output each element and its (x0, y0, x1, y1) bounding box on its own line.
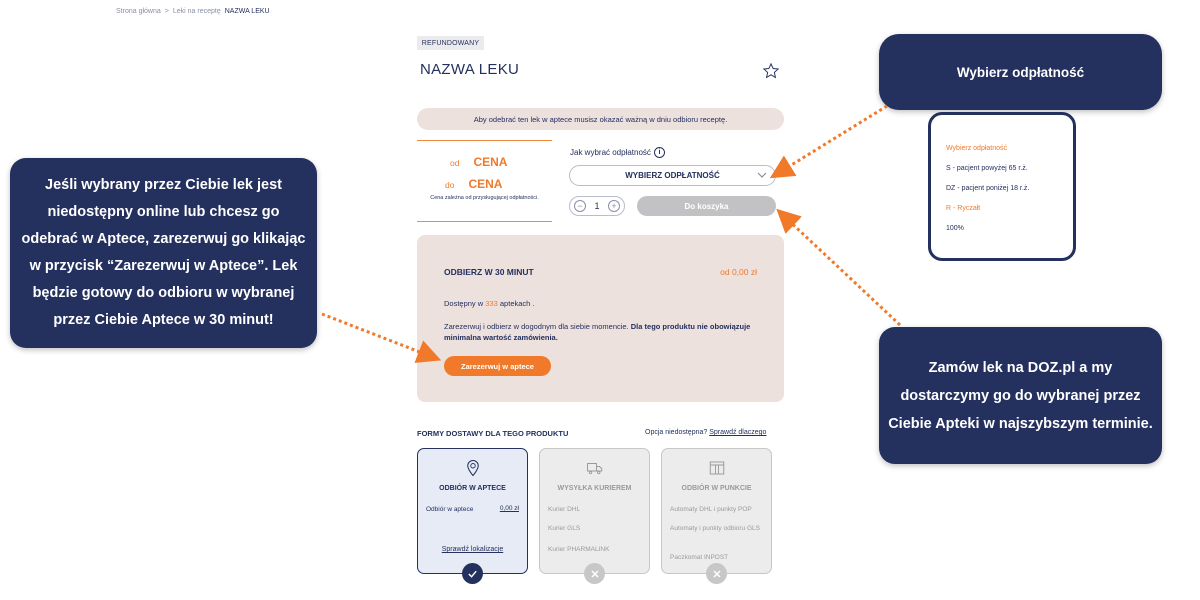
delivery-card-courier: WYSYŁKA KURIEREM Kurier DHL Kurier GLS K… (539, 448, 650, 574)
breadcrumb-home[interactable]: Strona główna (116, 8, 161, 15)
card-title: ODBIÓR W APTECE (439, 485, 506, 492)
breadcrumb-separator: > (164, 8, 169, 15)
callout-order-online: Zamów lek na DOZ.pl a my dostarczymy go … (879, 327, 1162, 464)
payment-option[interactable]: R - Ryczałt (946, 205, 981, 212)
choose-payment-label: Jak wybrać odpłatność i (570, 147, 665, 158)
arrow-to-reserve (321, 312, 442, 363)
pickup-panel: ODBIERZ W 30 MINUT od 0,00 zł Dostępny w… (417, 235, 784, 402)
price-from-label: od (450, 158, 460, 168)
card-line: Kurier PHARMALINK (548, 546, 610, 553)
delivery-option-text: Opcja niedostępna? (645, 429, 708, 436)
unavailable-icon (706, 563, 727, 584)
price-note: Cena zależna od przysługującej odpłatnoś… (430, 195, 539, 201)
quantity-value[interactable]: 1 (594, 201, 600, 211)
pickup-description: Zarezerwuj i odbierz w dogodnym dla sieb… (444, 321, 764, 343)
payment-option[interactable]: S - pacjent powyżej 65 r.ż. (946, 165, 1028, 172)
chevron-down-icon (757, 172, 767, 178)
price-to-value: CENA (468, 177, 503, 191)
payment-options-popup: Wybierz odpłatność S - pacjent powyżej 6… (928, 112, 1076, 261)
card-price: 0,00 zł (499, 505, 519, 512)
parcel-locker-icon (709, 461, 725, 475)
payment-option[interactable]: DZ - pacjent poniżej 18 r.ż. (946, 185, 1030, 192)
truck-icon (587, 463, 603, 475)
pickup-title: ODBIERZ W 30 MINUT (444, 267, 534, 277)
add-to-cart-button[interactable]: Do koszyka (637, 196, 776, 216)
check-locations-link[interactable]: Sprawdź lokalizacje (441, 546, 504, 553)
price-to-label: do (445, 180, 455, 190)
refund-badge: REFUNDOWANY (417, 36, 484, 50)
card-title: ODBIÓR W PUNKCIE (681, 485, 752, 492)
availability-count: 333 (485, 299, 498, 308)
price-box: od CENA do CENA Cena zależna od przysług… (417, 140, 552, 222)
availability-prefix: Dostępny w (444, 299, 484, 308)
payment-option[interactable]: 100% (946, 225, 964, 232)
decrease-button[interactable]: − (574, 200, 586, 212)
pickup-description-bold: Dla tego produktu nie obowiązuje minimal… (444, 322, 751, 342)
callout-choose-payment: Wybierz odpłatność (879, 34, 1162, 110)
check-icon (462, 563, 483, 584)
card-line: Odbiór w aptece (426, 506, 474, 513)
delivery-card-pickup-point: ODBIÓR W PUNKCIE Automaty DHL i punkty P… (661, 448, 772, 574)
popup-header: Wybierz odpłatność (946, 145, 1008, 152)
payment-select[interactable]: WYBIERZ ODPŁATNOŚĆ (569, 165, 776, 186)
breadcrumb: Strona główna > Leki na receptę NAZWA LE… (116, 8, 270, 15)
price-from-value: CENA (473, 155, 508, 169)
payment-select-label: WYBIERZ ODPŁATNOŚĆ (625, 171, 720, 180)
choose-payment-text: Jak wybrać odpłatność (570, 148, 651, 157)
arrow-to-select (769, 104, 888, 179)
check-why-link[interactable]: Sprawdź dlaczego (709, 429, 767, 436)
prescription-notice: Aby odebrać ten lek w aptece musisz okaz… (417, 108, 784, 130)
pickup-description-text: Zarezerwuj i odbierz w dogodnym dla sieb… (444, 322, 629, 331)
info-icon[interactable]: i (653, 147, 665, 158)
availability-suffix: aptekach . (499, 299, 535, 308)
quantity-stepper[interactable]: − 1 + (569, 196, 625, 216)
delivery-option-note: Opcja niedostępna? Sprawdź dlaczego (645, 429, 766, 436)
breadcrumb-category[interactable]: Leki na receptę (172, 8, 221, 15)
location-icon (467, 459, 479, 477)
pickup-availability: Dostępny w 333 aptekach . (444, 299, 535, 308)
pickup-price: od 0,00 zł (720, 267, 757, 277)
product-title: NAZWA LEKU (420, 61, 520, 78)
card-line: Automaty i punkty odbioru GLS (670, 525, 760, 532)
card-line: Automaty DHL i punkty POP (670, 506, 752, 513)
card-line: Kurier DHL (548, 506, 581, 513)
unavailable-icon (584, 563, 605, 584)
increase-button[interactable]: + (607, 200, 620, 212)
delivery-title: FORMY DOSTAWY DLA TEGO PRODUKTU (417, 429, 569, 438)
arrow-to-cart (776, 208, 902, 327)
favorite-star-icon[interactable] (762, 62, 780, 80)
reserve-in-pharmacy-button[interactable]: Zarezerwuj w aptece (444, 356, 551, 376)
breadcrumb-current: NAZWA LEKU (224, 8, 270, 15)
card-line: Kurier GLS (548, 525, 581, 532)
card-line: Paczkomat INPOST (670, 554, 729, 561)
callout-reserve: Jeśli wybrany przez Ciebie lek jest nied… (10, 158, 317, 348)
card-title: WYSYŁKA KURIEREM (557, 485, 632, 492)
delivery-card-pharmacy[interactable]: ODBIÓR W APTECE Odbiór w aptece 0,00 zł … (417, 448, 528, 574)
